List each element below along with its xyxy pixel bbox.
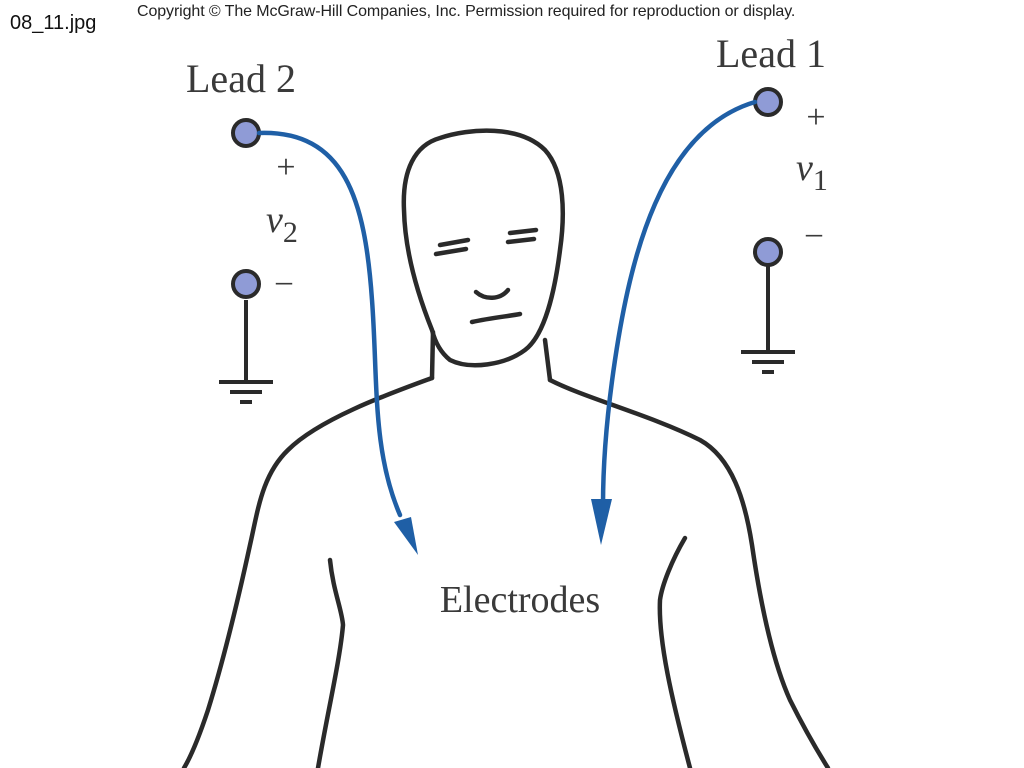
lead1-voltage-subscript: 1 xyxy=(813,164,828,197)
lead2-title: Lead 2 xyxy=(186,56,296,101)
lead2-negative-terminal xyxy=(231,269,261,299)
lead1-negative-terminal xyxy=(753,237,783,267)
left-shoulder xyxy=(181,375,435,768)
labels: Lead 2 + v2 – Lead 1 + v1 – Electrodes xyxy=(186,31,828,621)
lead2-plus-sign: + xyxy=(276,149,295,186)
electrodes-label: Electrodes xyxy=(440,579,600,621)
right-arm-inner xyxy=(657,535,693,768)
lead1-positive-terminal xyxy=(753,87,783,117)
lead1-arrowhead xyxy=(591,499,612,545)
lead1-voltage-label: v1 xyxy=(796,147,828,197)
left-eyebrow-2 xyxy=(433,246,469,257)
lead2-positive-terminal xyxy=(231,118,261,148)
human-figure xyxy=(181,128,831,768)
lead1-minus-sign: – xyxy=(805,214,823,250)
lead1-terminals xyxy=(741,87,795,374)
lead1-voltage-symbol: v xyxy=(796,147,813,189)
mouth xyxy=(469,311,523,325)
lead2-minus-sign: – xyxy=(275,262,293,298)
right-eyebrow-2 xyxy=(505,236,537,245)
right-eyebrow-1 xyxy=(507,227,539,236)
right-shoulder xyxy=(547,377,831,768)
lead2-voltage-symbol: v xyxy=(266,199,283,241)
left-arm-inner xyxy=(315,557,346,768)
nose xyxy=(473,287,511,300)
neck-right xyxy=(542,337,553,383)
lead2-arrowhead xyxy=(394,517,418,555)
lead2-voltage-label: v2 xyxy=(266,199,298,249)
lead1-plus-sign: + xyxy=(806,99,825,136)
file-name-label: 08_11.jpg xyxy=(10,12,97,34)
head-outline xyxy=(401,128,565,368)
lead1-title: Lead 1 xyxy=(716,31,826,76)
lead1-wire xyxy=(600,99,758,508)
lead2-voltage-subscript: 2 xyxy=(283,216,298,249)
left-eyebrow-1 xyxy=(437,237,471,248)
copyright-notice: Copyright © The McGraw-Hill Companies, I… xyxy=(137,3,796,20)
lead-wires xyxy=(256,99,758,518)
lead2-wire xyxy=(256,130,403,518)
neck-left xyxy=(429,329,436,381)
lead2-terminals xyxy=(219,118,273,404)
